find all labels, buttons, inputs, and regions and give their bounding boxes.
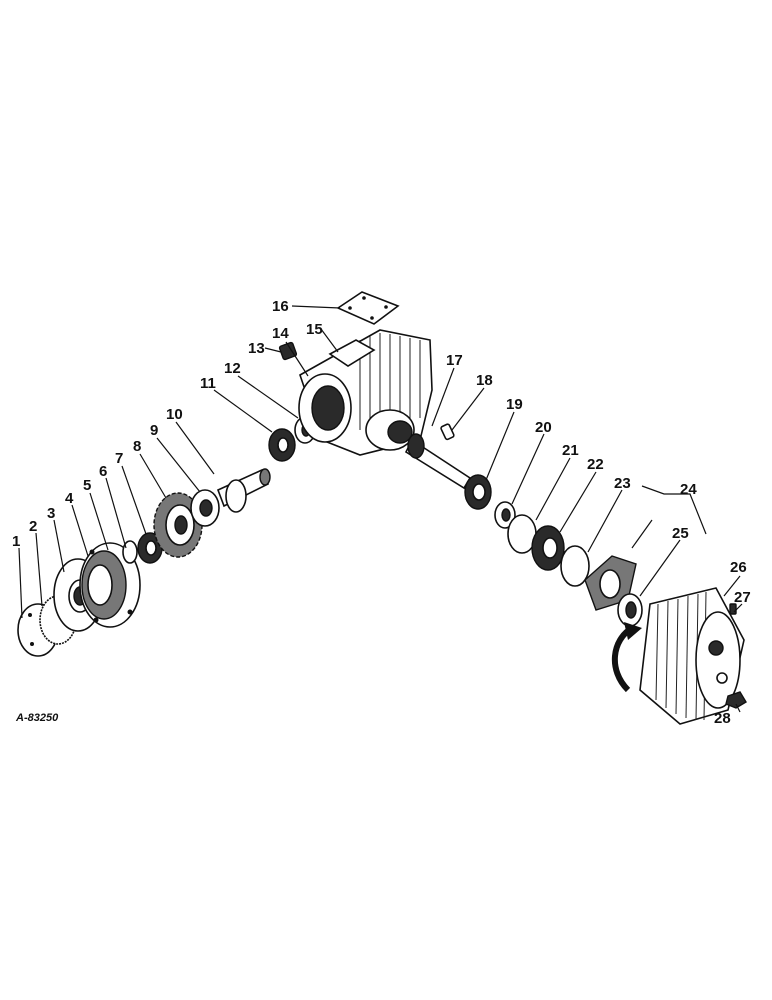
part-7-bearing [137,532,163,564]
part-25-seal [617,593,643,627]
callout-20: 20 [535,419,552,436]
callout-23: 23 [614,475,631,492]
callout-26: 26 [730,559,747,576]
callout-2: 2 [29,518,37,535]
callout-1: 1 [12,533,20,550]
callout-22: 22 [587,456,604,473]
callout-24: 24 [680,481,697,498]
part-14-gear-case [298,329,433,456]
part-18-key [440,423,455,441]
callout-13: 13 [248,340,265,357]
callout-25: 25 [672,525,689,542]
drawing-code: A-83250 [15,712,59,724]
callout-27: 27 [734,589,751,606]
callout-4: 4 [65,490,74,507]
callout-3: 3 [47,505,55,522]
rotation-arrow-icon [612,622,642,693]
part-13-plug [278,341,298,361]
callout-numbers: 1 2 3 4 5 6 7 8 9 10 11 12 13 14 15 16 1… [12,298,751,727]
callout-8: 8 [133,438,141,455]
callout-5: 5 [83,477,91,494]
part-16-top-cover [336,291,400,325]
part-15-gasket [328,339,376,367]
part-9-collar [190,489,220,527]
part-10-pinion-shaft [216,468,271,513]
part-6-snap-ring [122,540,138,564]
callout-16: 16 [272,298,289,315]
callout-19: 19 [506,396,523,413]
callout-7: 7 [115,450,123,467]
part-4-5-bearing-cage [79,542,141,628]
callout-18: 18 [476,372,493,389]
part-11-bearing [268,428,296,462]
callout-17: 17 [446,352,463,369]
callout-15: 15 [306,321,323,338]
part-8-bevel-gear [153,492,203,558]
callout-9: 9 [150,422,158,439]
callout-12: 12 [224,360,241,377]
callout-6: 6 [99,463,107,480]
part-23-gasket [560,545,590,587]
callout-10: 10 [166,406,183,423]
part-26-drum [639,587,745,725]
callout-21: 21 [562,442,579,459]
part-22-bearing [531,525,565,571]
part-17-output-shaft [404,433,472,490]
leader-lines [18,305,743,713]
callout-11: 11 [200,375,216,392]
part-20-spacer [494,501,516,529]
callout-14: 14 [272,325,289,342]
part-19-bearing [464,474,492,510]
callout-28: 28 [714,710,731,727]
part-28-nut [725,691,747,709]
